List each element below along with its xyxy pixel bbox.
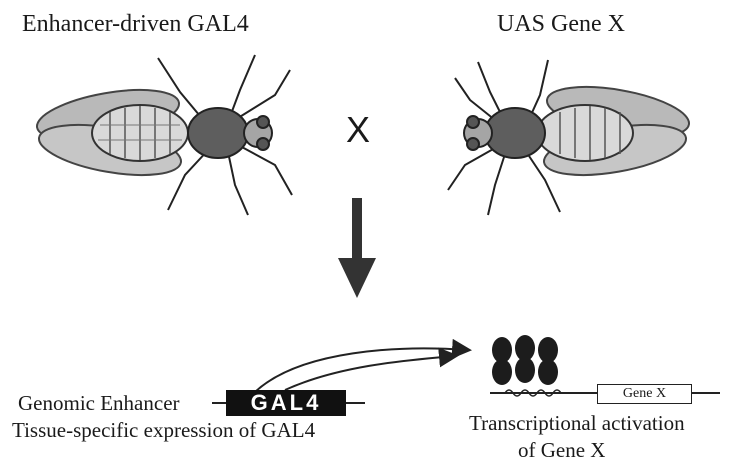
genomic-enhancer-label: Genomic Enhancer	[18, 393, 180, 414]
tissue-expression-label: Tissue-specific expression of GAL4	[12, 420, 315, 441]
left-fly-label: Enhancer-driven GAL4	[22, 12, 249, 36]
gal4-protein-icon	[492, 335, 558, 385]
gene-x-label: Gene X	[623, 386, 666, 402]
transcription-label-line1: Transcriptional activation	[469, 413, 685, 434]
curved-arrow-icon	[255, 348, 468, 392]
gene-x-box: Gene X	[597, 384, 692, 404]
down-arrow-icon	[338, 198, 376, 298]
cross-symbol: X	[346, 112, 370, 148]
right-fly-icon	[448, 60, 693, 215]
right-fly-label: UAS Gene X	[497, 12, 625, 36]
gal4-gene-box: GAL4	[226, 390, 346, 416]
left-fly-icon	[33, 55, 292, 215]
transcription-label-line2: of Gene X	[518, 440, 605, 461]
gal4-label: GAL4	[251, 390, 322, 416]
